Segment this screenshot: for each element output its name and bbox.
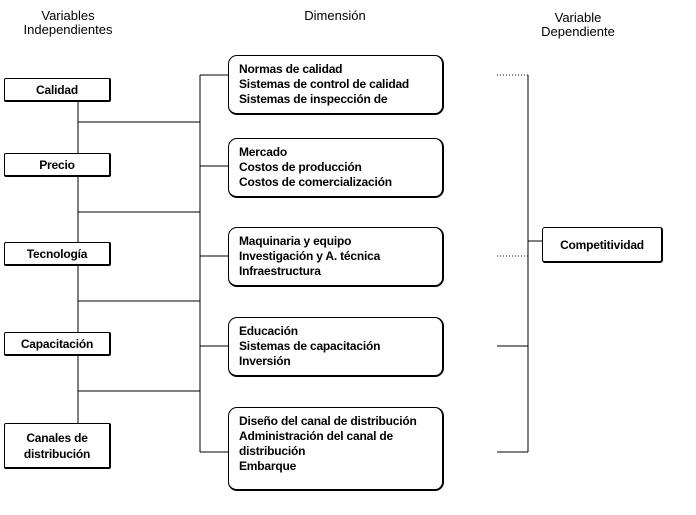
dimension-line: Normas de calidad [239,62,343,76]
dimension-precio: Mercado Costos de producción Costos de c… [228,138,444,198]
header-independent: Variables Independientes [23,8,113,37]
dimension-capacitacion: Educación Sistemas de capacitación Inver… [228,317,444,377]
dimension-line: Maquinaria y equipo [239,234,352,248]
dimension-line: Inversión [239,354,291,368]
dimension-line: Infraestructura [239,264,321,278]
header-dimension: Dimensión [304,8,366,23]
dimension-line: distribución [239,444,306,458]
dimension-line: Diseño del canal de distribución [239,414,417,428]
dimension-tecnologia: Maquinaria y equipo Investigación y A. t… [228,227,444,287]
indep-calidad: Calidad [4,78,111,102]
dimension-line: Sistemas de inspección de [239,92,388,106]
dimension-line: Administración del canal de [239,429,393,443]
dimension-calidad: Normas de calidad Sistemas de control de… [228,55,444,115]
indep-tecnologia: Tecnología [4,242,111,266]
dimension-canales: Diseño del canal de distribución Adminis… [228,407,444,491]
dimension-line: Costos de producción [239,160,362,174]
dimension-line: Embarque [239,459,297,473]
header-dependent: Variable Dependiente [541,10,615,39]
dimension-line: Mercado [239,145,287,159]
dimension-line: Sistemas de capacitación [239,339,381,353]
dimension-line: Educación [239,324,298,338]
indep-capacitacion: Capacitación [4,332,111,356]
dimension-line: Investigación y A. técnica [239,249,381,263]
dependent-competitividad: Competitividad [542,227,663,263]
dimension-line: Costos de comercialización [239,175,392,189]
indep-canales: Canales de distribución [4,423,111,469]
indep-precio: Precio [4,153,111,177]
dimension-line: Sistemas de control de calidad [239,77,410,91]
